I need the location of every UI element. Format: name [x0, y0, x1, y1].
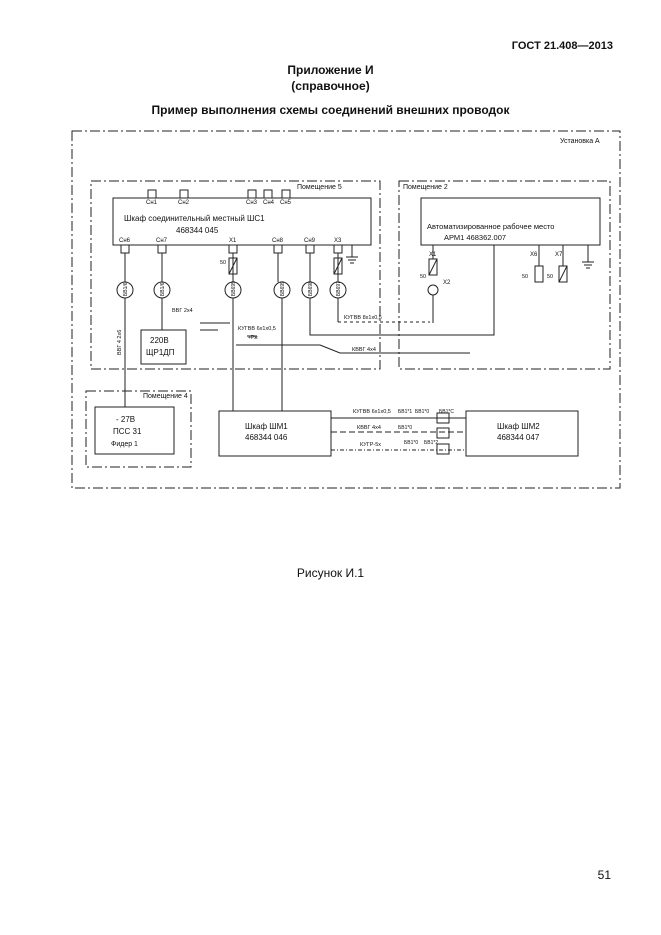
cable-vvg2: ВВГ 2х4 — [172, 308, 193, 314]
mark-a: БВ1*1 — [398, 409, 412, 415]
gland-5: БВ698 — [308, 281, 314, 296]
sc1-title: Шкаф соединительный местный ШС1 — [124, 214, 265, 223]
conn-bot-1: Сн6 — [119, 238, 131, 244]
label-50b: 50 — [522, 274, 528, 280]
conn-top-1: Сн1 — [146, 200, 158, 206]
shr-box — [140, 329, 187, 365]
room4-label: Помещение 4 — [143, 393, 188, 400]
arm-x2: Х2 — [443, 280, 451, 286]
conn-bot-6: Х3 — [334, 238, 342, 244]
room2-label: Помещение 2 — [403, 184, 448, 191]
shm1-number: 468344 046 — [245, 433, 288, 442]
conn-bot-2: Сн7 — [156, 238, 168, 244]
arm-x7: Х7 — [555, 252, 563, 258]
shm2-title: Шкаф ШМ2 — [497, 422, 540, 431]
installation-boundary — [71, 130, 621, 489]
gland-2: БВ1/6 — [160, 282, 166, 296]
installation-label: Установка А — [560, 138, 600, 145]
mark-e: БВ1*0 — [404, 440, 418, 446]
cable-vsg: ВВГ 4 2х6 — [117, 330, 123, 355]
sc1-number: 468344 045 — [176, 226, 219, 235]
conn-top-2: Сн2 — [178, 200, 190, 206]
label-50c: 50 — [547, 274, 553, 280]
label-50a: 50 — [420, 274, 426, 280]
shm1-title: Шкаф ШМ1 — [245, 422, 288, 431]
room4-boundary — [85, 390, 192, 468]
sc1-cabinet — [112, 197, 372, 246]
arm-x1: Х1 — [429, 252, 437, 258]
arm-x6: Х6 — [530, 252, 538, 258]
gland-6: БВ697 — [336, 281, 342, 296]
cable-5: КУГВВ 6х1х0,5 — [353, 409, 391, 415]
mark-b: БВ1*0 — [415, 409, 429, 415]
appendix-title: Приложение И — [287, 63, 374, 77]
room5-boundary — [90, 180, 381, 370]
room2-boundary — [398, 180, 611, 370]
page-number: 51 — [597, 868, 611, 882]
pss-box — [94, 406, 175, 455]
gland-1: БВ1/6 — [123, 282, 129, 296]
figure-caption: Рисунок И.1 — [296, 566, 365, 580]
gland-3: БВ695 — [231, 281, 237, 296]
label-50d: 50 — [220, 260, 226, 266]
label-pr: +Рж — [248, 335, 258, 341]
standard-number: ГОСТ 21.408—2013 — [511, 40, 613, 52]
gland-4: БВ699 — [280, 281, 286, 296]
conn-bot-3: Х1 — [229, 238, 237, 244]
pss-line3: Фидер 1 — [111, 441, 138, 448]
arm-number: АРМ1 468362.007 — [444, 233, 506, 242]
mark-f: БВ1*2 — [424, 440, 438, 446]
cable-2: КУГВВ 6х1х0,5 — [238, 326, 276, 332]
cable-3: КУГВВ 8х1х0,5 — [344, 315, 382, 321]
mark-c: БВ1*С — [439, 409, 454, 415]
diagram-caption: Пример выполнения схемы соединений внешн… — [151, 103, 510, 117]
cable-6: КВВГ 4х4 — [357, 425, 381, 431]
shm1-cabinet — [218, 410, 332, 457]
arm1-box — [420, 197, 601, 246]
conn-top-3: Сн3 — [246, 200, 258, 206]
appendix-type: (справочное) — [291, 79, 370, 93]
shr-line2: ЩР1ДП — [146, 348, 175, 357]
pss-line2: ПСС 31 — [113, 427, 142, 436]
conn-bot-4: Сн8 — [272, 238, 284, 244]
conn-top-5: Сн5 — [280, 200, 292, 206]
conn-top-4: Сн4 — [263, 200, 275, 206]
cable-7: КУГР-5х — [360, 442, 381, 448]
mark-d: БВ1*0 — [398, 425, 412, 431]
pss-line1: - 27В — [116, 415, 135, 424]
room5-label: Помещение 5 — [297, 184, 342, 191]
cable-4: КВВГ 4х4 — [352, 347, 376, 353]
shm2-number: 468344 047 — [497, 433, 540, 442]
conn-bot-5: Сн9 — [304, 238, 316, 244]
shr-line1: 220В — [150, 336, 169, 345]
shm2-cabinet — [465, 410, 579, 457]
arm-title: Автоматизированное рабочее место — [427, 222, 554, 231]
